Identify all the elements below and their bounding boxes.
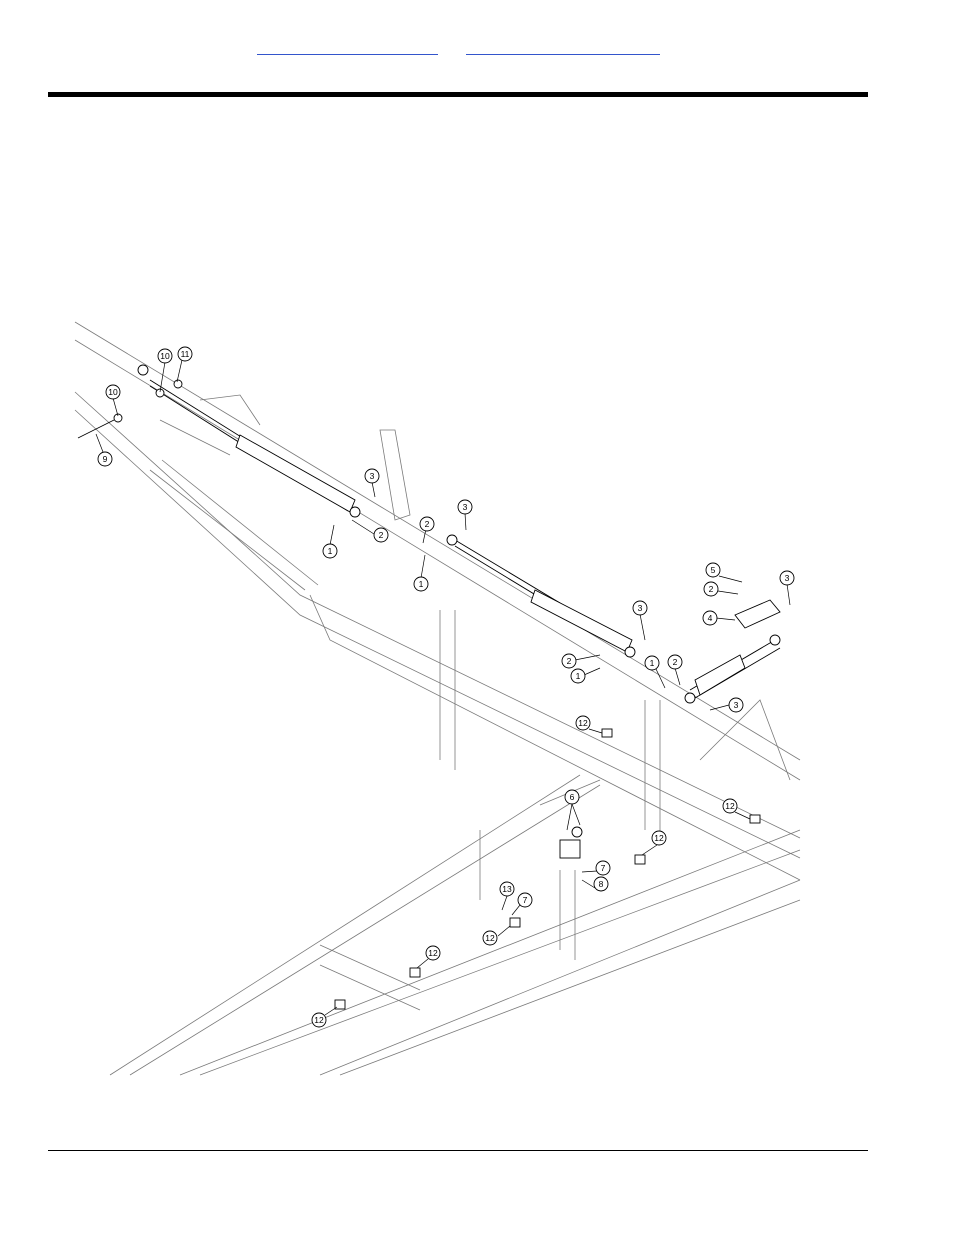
callout-8: 8 (594, 877, 608, 891)
callout-7b: 7 (518, 893, 532, 907)
svg-text:3: 3 (734, 700, 739, 710)
svg-text:2: 2 (709, 584, 714, 594)
svg-text:5: 5 (711, 565, 716, 575)
callout-12d: 12 (483, 931, 497, 945)
svg-text:7: 7 (523, 895, 528, 905)
parts-diagram: 11 10 10 9 3 2 1 3 2 1 3 2 1 5 2 3 4 1 2… (68, 315, 803, 1080)
svg-text:1: 1 (576, 671, 581, 681)
callout-2d: 2 (704, 582, 718, 596)
svg-text:12: 12 (725, 801, 735, 811)
header-link-1[interactable] (257, 40, 438, 55)
callout-3a: 3 (365, 469, 379, 483)
svg-text:2: 2 (379, 530, 384, 540)
callout-12f: 12 (312, 1013, 326, 1027)
callout-12a: 12 (576, 716, 590, 730)
svg-text:12: 12 (314, 1015, 324, 1025)
callout-13: 13 (500, 882, 514, 896)
svg-text:3: 3 (638, 603, 643, 613)
callout-5: 5 (706, 563, 720, 577)
callout-2c: 2 (562, 654, 576, 668)
callout-12b: 12 (723, 799, 737, 813)
svg-text:1: 1 (328, 546, 333, 556)
callout-3e: 3 (729, 698, 743, 712)
cylinder-middle (447, 535, 635, 657)
callout-3c: 3 (633, 601, 647, 615)
svg-text:2: 2 (567, 656, 572, 666)
svg-text:3: 3 (785, 573, 790, 583)
callout-4: 4 (703, 611, 717, 625)
svg-text:6: 6 (570, 792, 575, 802)
svg-text:10: 10 (108, 387, 118, 397)
callout-7a: 7 (596, 861, 610, 875)
callout-3b: 3 (458, 500, 472, 514)
cylinder-front (685, 600, 780, 703)
callout-1d: 1 (645, 656, 659, 670)
svg-text:1: 1 (419, 579, 424, 589)
svg-text:12: 12 (485, 933, 495, 943)
svg-text:9: 9 (103, 454, 108, 464)
callout-3d: 3 (780, 571, 794, 585)
top-rule (48, 92, 868, 97)
svg-text:7: 7 (601, 863, 606, 873)
svg-text:10: 10 (160, 351, 170, 361)
callout-1a: 1 (323, 544, 337, 558)
svg-text:3: 3 (370, 471, 375, 481)
callout-11: 11 (178, 347, 192, 361)
callout-9: 9 (98, 452, 112, 466)
bottom-rule (48, 1150, 868, 1151)
callout-2b: 2 (420, 517, 434, 531)
svg-text:2: 2 (425, 519, 430, 529)
svg-text:8: 8 (599, 879, 604, 889)
callout-12e: 12 (426, 946, 440, 960)
callout-12c: 12 (652, 831, 666, 845)
leader-lines (96, 360, 790, 1015)
svg-text:12: 12 (654, 833, 664, 843)
svg-text:2: 2 (673, 657, 678, 667)
callout-6: 6 (565, 790, 579, 804)
callout-2e: 2 (668, 655, 682, 669)
svg-text:12: 12 (578, 718, 588, 728)
callout-10b: 10 (106, 385, 120, 399)
header-link-2[interactable] (466, 40, 660, 55)
small-hardware (78, 414, 760, 1009)
svg-text:3: 3 (463, 502, 468, 512)
callout-1c: 1 (571, 669, 585, 683)
svg-text:13: 13 (502, 884, 512, 894)
callout-2a: 2 (374, 528, 388, 542)
callout-10a: 10 (158, 349, 172, 363)
svg-text:12: 12 (428, 948, 438, 958)
cylinder-rear (138, 365, 360, 517)
svg-text:4: 4 (708, 613, 713, 623)
svg-text:1: 1 (650, 658, 655, 668)
callout-1b: 1 (414, 577, 428, 591)
svg-text:11: 11 (181, 349, 190, 359)
